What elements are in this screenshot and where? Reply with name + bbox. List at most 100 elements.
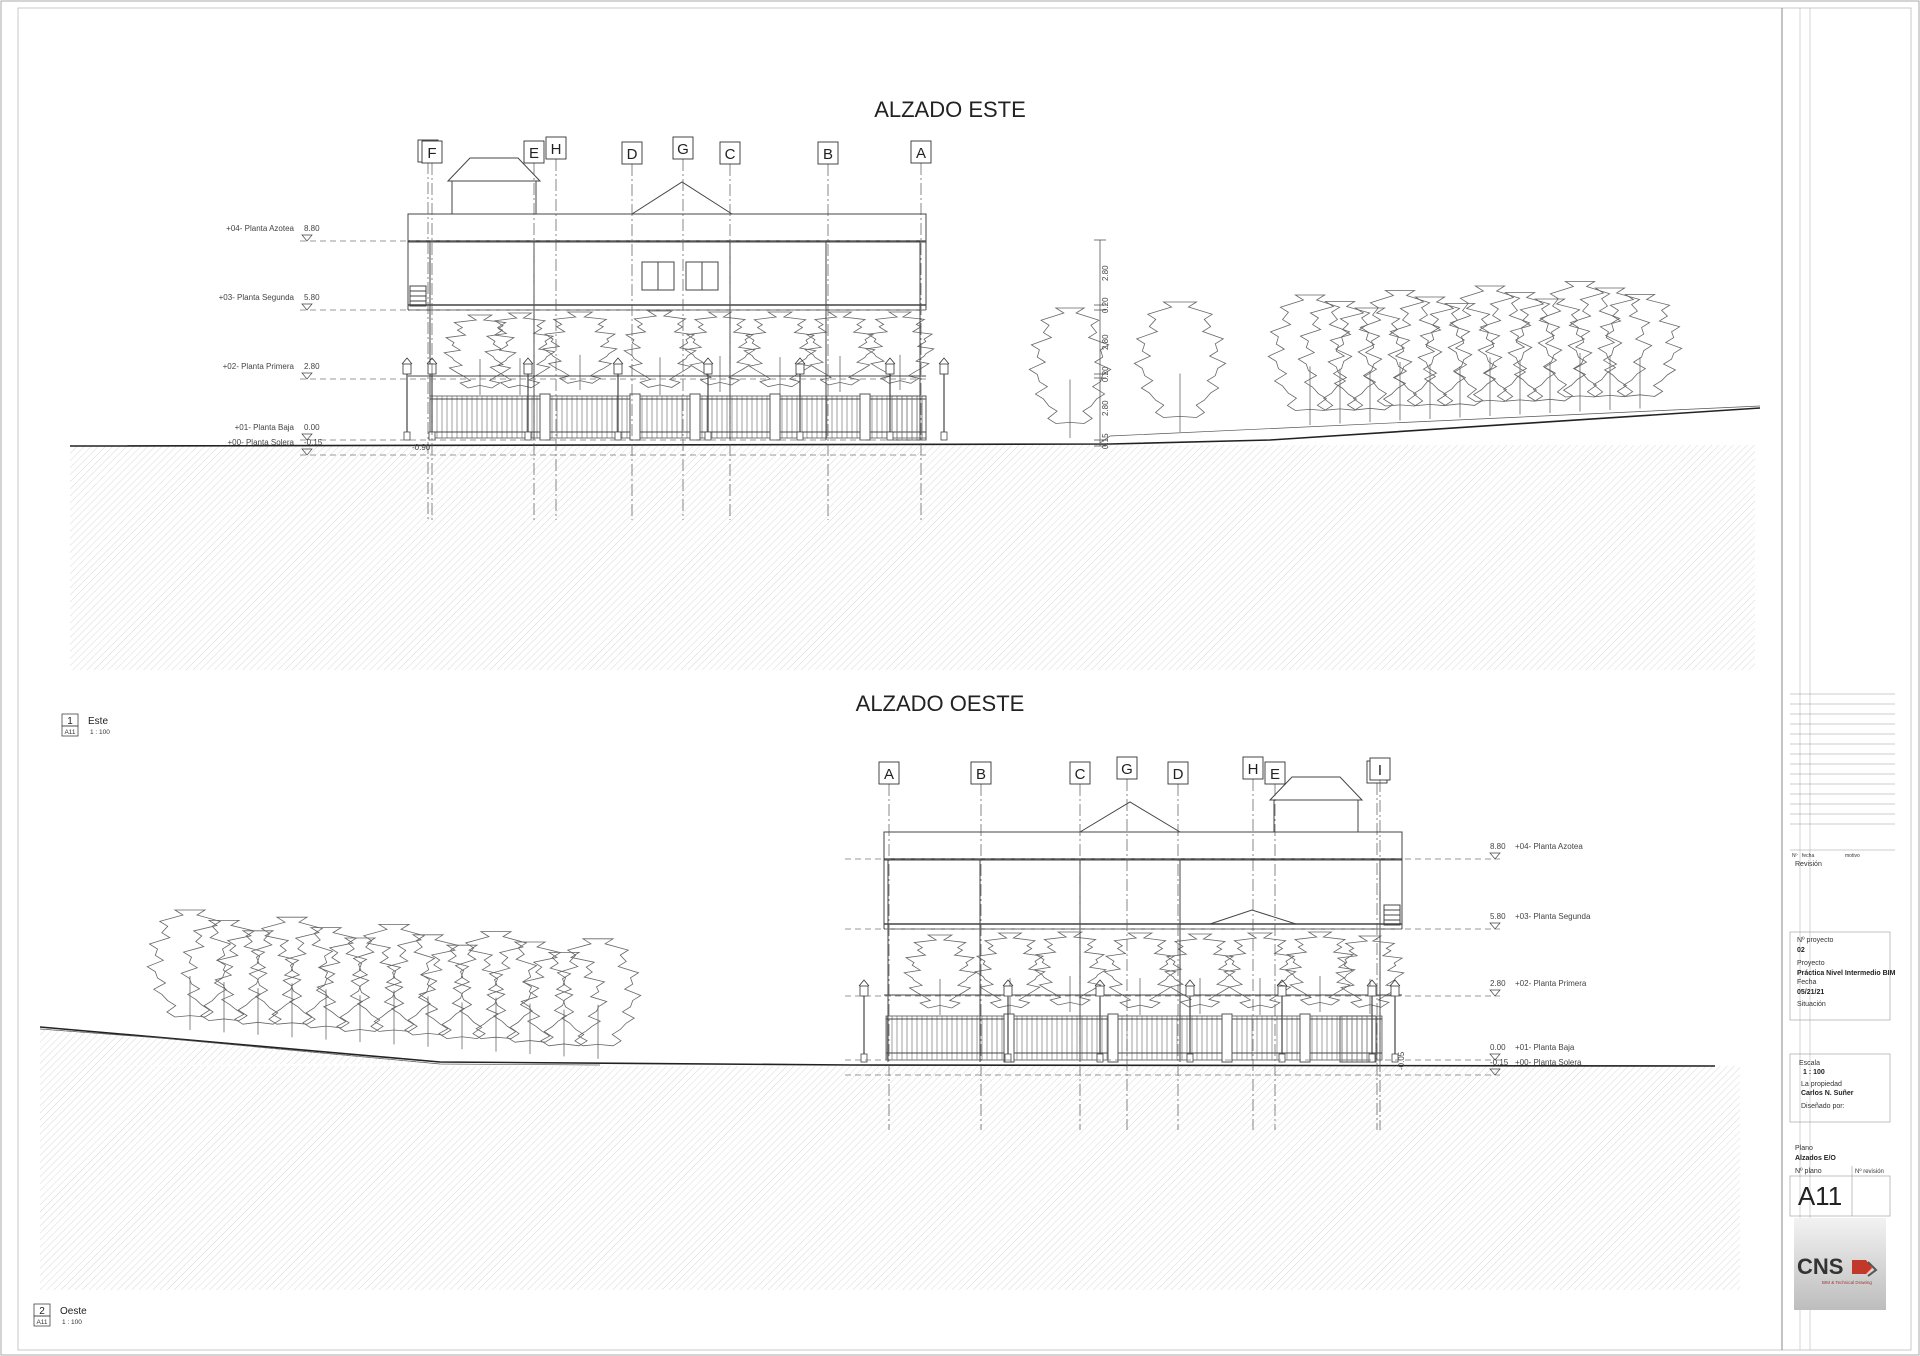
revision-table	[1790, 693, 1895, 851]
scale-value: 1 : 100	[1803, 1069, 1825, 1076]
grid-lines: IFEHDGCBA	[417, 136, 932, 520]
view-title: ALZADO OESTE	[856, 691, 1025, 716]
tree	[554, 938, 642, 1059]
level-name: +04- Planta Azotea	[1515, 842, 1583, 851]
grid-bubble-label: A	[916, 145, 926, 162]
tree	[1028, 307, 1112, 438]
tree	[1223, 932, 1297, 1015]
grid-line-I: I	[1369, 757, 1391, 1130]
level-name: +01- Planta Baja	[1515, 1043, 1575, 1052]
level-marker: +00- Planta Solera-0.15	[228, 438, 930, 456]
tree-group	[146, 909, 1405, 1059]
tree	[1335, 935, 1405, 1014]
grid-bubble-label: G	[677, 141, 689, 158]
grid-bubble	[545, 136, 567, 160]
lamp-post	[858, 979, 870, 1063]
grid-bubble-label: C	[725, 146, 736, 163]
level-elevation: -0.15	[1490, 1058, 1509, 1067]
ground-hatch	[70, 445, 1755, 670]
lamp-posts	[401, 357, 950, 441]
lamp-posts	[858, 979, 1401, 1063]
level-elevation: 8.80	[1490, 842, 1506, 851]
tree	[1327, 307, 1413, 422]
level-marker: 2.80+02- Planta Primera	[845, 979, 1587, 997]
grid-bubble-label: H	[1248, 761, 1259, 778]
lamp-post	[794, 357, 806, 441]
level-name: +00- Planta Solera	[1515, 1058, 1582, 1067]
tree	[214, 930, 302, 1035]
level-marker: -0.15 +00- Planta Solera	[845, 1058, 1582, 1076]
grid-line-F: F	[421, 140, 443, 520]
view-tag-scale: 1 : 100	[90, 729, 110, 736]
elevation-west: ALZADO OESTE	[33, 691, 1740, 1327]
grid-bubble	[719, 141, 741, 165]
grid-bubble-label: D	[1173, 766, 1184, 783]
elevation-east: ALZADO ESTE	[61, 97, 1761, 737]
level-name: +04- Planta Azotea	[226, 224, 294, 233]
dimension-labels: 2.80 0.20 2.80 0.20 2.80 0.15 -0.90	[412, 265, 1110, 452]
level-elevation: 0.00	[304, 423, 320, 432]
title-block: Nº fecha motivo Revisión Nº proyecto 02 …	[1789, 693, 1896, 1310]
revision-col-n: Nº	[1792, 853, 1798, 859]
view-tag-name: Oeste	[60, 1306, 87, 1317]
grid-line-H: H	[545, 136, 567, 520]
tree	[623, 310, 697, 395]
view-title: ALZADO ESTE	[874, 97, 1026, 122]
revision-label: Revisión	[1795, 861, 1822, 868]
tree	[146, 909, 234, 1030]
tree	[248, 916, 336, 1038]
tree	[1133, 301, 1227, 432]
grid-bubble-label: I	[1378, 762, 1382, 779]
tree	[180, 920, 268, 1033]
grid-bubble	[421, 140, 443, 164]
project-name: Práctica Nivel Intermedio BIM	[1797, 970, 1896, 977]
fence-east	[429, 393, 927, 441]
tree	[684, 311, 756, 392]
grid-bubble	[817, 141, 839, 165]
grid-bubble-label: D	[627, 146, 638, 163]
dimension-label: 0.20	[1101, 366, 1110, 382]
dimension-label: -0.90	[412, 443, 431, 452]
lamp-post	[1276, 979, 1288, 1063]
tree	[1297, 301, 1383, 424]
view-tag-number: 1	[67, 716, 73, 727]
grid-bubble-label: A	[884, 766, 894, 783]
grid-bubble	[1264, 761, 1286, 785]
lamp-post	[884, 357, 896, 441]
level-name: +03- Planta Segunda	[1515, 912, 1591, 921]
tree	[1033, 931, 1107, 1012]
dimension-label: 2.80	[1101, 334, 1110, 350]
view-tag: 1 A11 Este 1 : 100	[61, 713, 110, 737]
scale-label: Escala	[1799, 1060, 1820, 1067]
tree	[452, 931, 540, 1052]
grid-bubble	[1069, 761, 1091, 785]
level-marker: 8.80 +04- Planta Azotea	[845, 842, 1583, 860]
tree	[1387, 296, 1473, 419]
grid-line-D: D	[1167, 761, 1189, 1130]
plan-name: Alzados E/O	[1795, 1155, 1836, 1162]
grid-line-B: B	[817, 141, 839, 520]
lamp-post	[702, 357, 714, 441]
tree	[520, 952, 608, 1057]
lamp-post	[1366, 979, 1378, 1063]
grid-bubble-label: B	[823, 146, 833, 163]
level-marker: 0.00+01- Planta Baja	[845, 1043, 1575, 1061]
tree	[542, 311, 618, 390]
grid-line-A: A	[878, 761, 900, 1130]
level-elevation: 2.80	[1490, 979, 1506, 988]
owner-label: La propiedad	[1801, 1081, 1842, 1088]
sheet-number: A11	[1798, 1181, 1842, 1211]
grid-bubble	[878, 761, 900, 785]
grid-line-A: A	[910, 140, 932, 520]
project-number-label: Nº proyecto	[1797, 937, 1834, 944]
project-number: 02	[1797, 947, 1805, 954]
date-value: 05/21/21	[1797, 989, 1824, 996]
tree	[384, 934, 472, 1047]
level-elevation: 5.80	[304, 293, 320, 302]
tree	[484, 312, 556, 395]
tree	[350, 924, 438, 1045]
